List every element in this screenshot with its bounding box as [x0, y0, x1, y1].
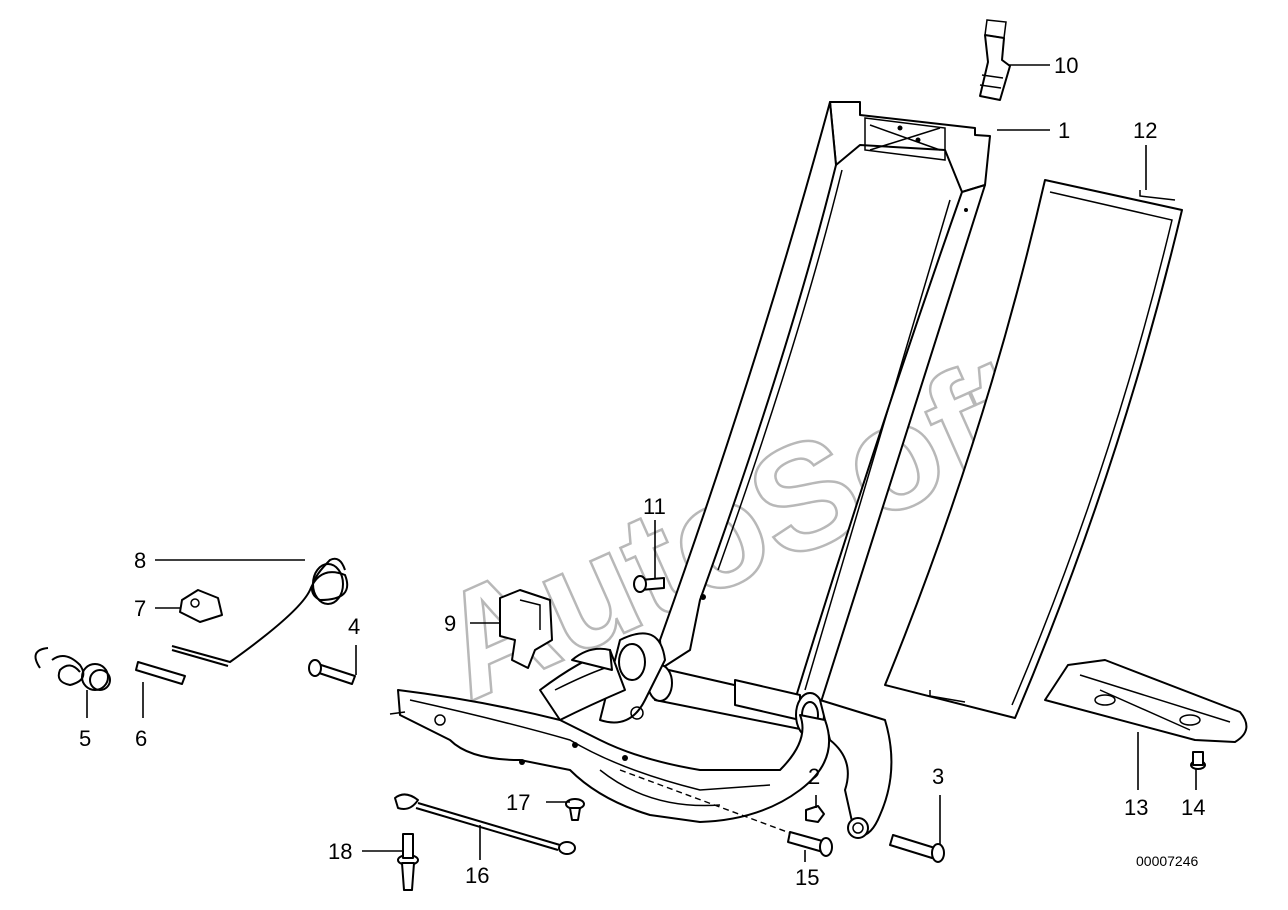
leader-lines	[86, 64, 1197, 862]
part-12-backrest-panel	[884, 179, 1183, 719]
label-16: 16	[465, 863, 489, 888]
label-6: 6	[135, 726, 147, 751]
part-hinge-bracket	[819, 699, 893, 839]
label-13: 13	[1124, 795, 1148, 820]
label-12: 12	[1133, 118, 1157, 143]
part-hinge-tube	[599, 632, 825, 738]
part-13-trim-cover	[1044, 659, 1248, 743]
label-17: 17	[506, 790, 530, 815]
part-17-clip	[565, 798, 585, 821]
label-5: 5	[79, 726, 91, 751]
part-4-bolt	[308, 659, 356, 685]
callout-labels: 1 2 3 4 5 6 7 8 9 10 11 12 13 14 15 16 1…	[79, 53, 1205, 890]
label-3: 3	[932, 764, 944, 789]
label-10: 10	[1054, 53, 1078, 78]
part-seat-frame	[389, 647, 831, 823]
label-11: 11	[643, 494, 666, 519]
label-9: 9	[444, 611, 456, 636]
part-8-spring-wire	[171, 557, 349, 667]
part-5-springs	[34, 647, 111, 691]
label-8: 8	[134, 548, 146, 573]
part-11-bolt	[633, 575, 665, 593]
label-2: 2	[808, 764, 820, 789]
part-18-rivet	[397, 833, 419, 891]
part-15-bolt	[787, 831, 833, 857]
part-14-clip	[1190, 751, 1206, 770]
label-4: 4	[348, 614, 360, 639]
part-6-pin	[135, 661, 186, 685]
label-15: 15	[795, 865, 819, 890]
label-14: 14	[1181, 795, 1205, 820]
part-3-bolt	[889, 834, 945, 863]
label-7: 7	[134, 596, 146, 621]
part-7-clip	[179, 589, 223, 623]
part-16-cable	[394, 793, 576, 855]
part-2-nut	[805, 805, 825, 823]
part-10-connector	[979, 19, 1011, 101]
label-18: 18	[328, 839, 352, 864]
label-1: 1	[1058, 118, 1070, 143]
assembly-line	[619, 769, 791, 834]
drawing-code: 00007246	[1136, 853, 1199, 869]
part-9-bracket	[499, 589, 553, 669]
